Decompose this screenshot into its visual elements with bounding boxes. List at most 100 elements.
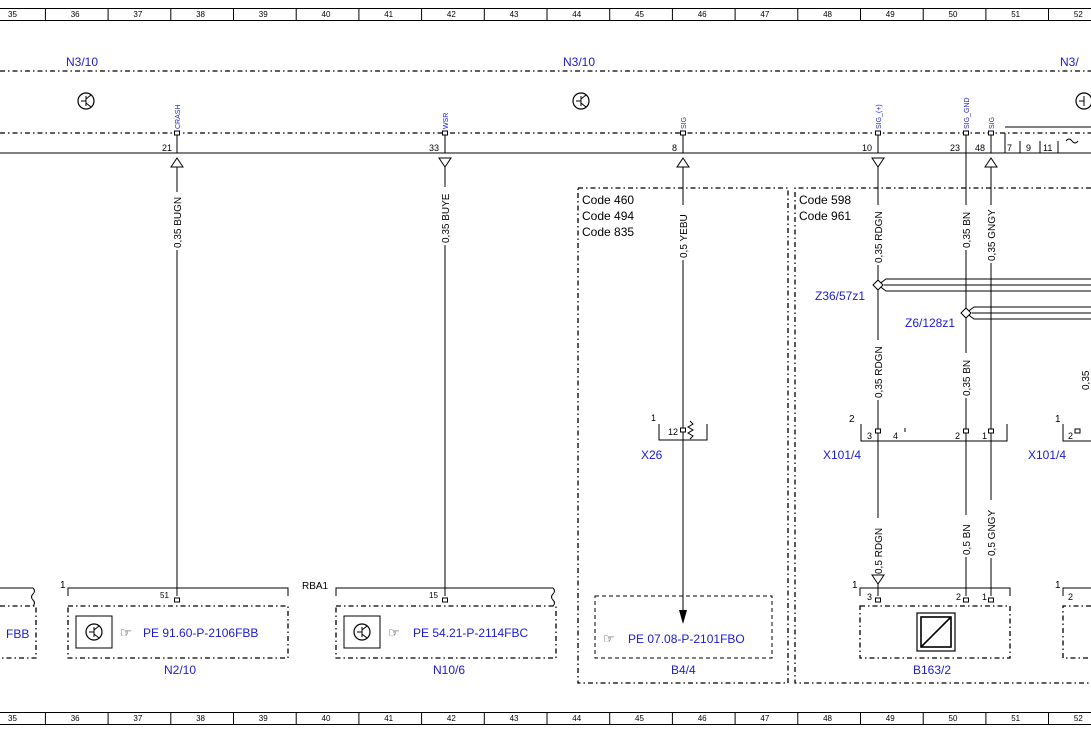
component-n10-6: [335, 587, 557, 659]
connector-label-x101-a: X101/4: [823, 448, 861, 462]
n10-6-rba: RBA1: [302, 581, 329, 592]
x26-pin-b: 12: [668, 427, 678, 437]
x26-pin-a: 1: [651, 413, 656, 423]
unit-label-n3-10-b: N3/10: [563, 55, 595, 69]
component-b163-2: [859, 574, 1011, 659]
node-label-z6: Z6/128z1: [905, 316, 955, 330]
pin-number-48: 48: [975, 143, 985, 153]
top-ruler-label-43: 43: [510, 10, 519, 19]
bottom-ruler-label-46: 46: [698, 714, 707, 723]
pin-number-9: 9: [1026, 143, 1031, 153]
code-box-right: [794, 187, 1091, 684]
x101-a-pos: 2: [849, 414, 855, 425]
component-label-b163-2: B163/2: [913, 663, 951, 677]
x101-a-pin-4: 4: [893, 431, 898, 441]
top-ruler-label-48: 48: [823, 10, 832, 19]
wire-label-bn-3: 0,5 BN: [962, 524, 973, 555]
wire-label-yebu: 0,5 YEBU: [679, 214, 690, 258]
component-b4-4: [594, 595, 773, 659]
top-ruler-label-39: 39: [259, 10, 268, 19]
top-ruler-label-51: 51: [1011, 10, 1020, 19]
component-partial-right: [1062, 587, 1091, 659]
unit-label-n3-10-c: N3/: [1060, 55, 1079, 69]
wire-label-gngy-1: 0,35 GNGY: [987, 209, 998, 261]
connector-label-x101-b: X101/4: [1028, 448, 1066, 462]
bottom-ruler-label-41: 41: [384, 714, 393, 723]
transistor-icon: [353, 623, 371, 641]
top-ruler-label-38: 38: [196, 10, 205, 19]
splice-node-z36: [872, 279, 884, 291]
bottom-ruler-label-47: 47: [760, 714, 769, 723]
connector-x26: [658, 420, 708, 441]
top-ruler-label-45: 45: [635, 10, 644, 19]
connector-label-x26: X26: [641, 448, 663, 462]
wire-label-bn-1: 0,35 BN: [962, 212, 973, 248]
top-ruler-label-40: 40: [322, 10, 331, 19]
b4-4-ref[interactable]: PE 07.08-P-2101FBO: [628, 632, 745, 646]
bottom-ruler-label-43: 43: [510, 714, 519, 723]
pointer-hand-icon: ☞: [603, 631, 615, 646]
bottom-ruler-label-40: 40: [322, 714, 331, 723]
code-box-left: [577, 187, 789, 684]
code-left-1: Code 460: [582, 193, 634, 207]
top-ruler-label-52: 52: [1074, 10, 1083, 19]
bottom-ruler-label-35: 35: [8, 714, 17, 723]
splice-node-z6: [960, 307, 972, 319]
x101-b-pos: 1: [1055, 414, 1061, 425]
n2-10-pin: 51: [160, 591, 169, 600]
top-ruler-label-36: 36: [71, 10, 80, 19]
bottom-ruler-label-37: 37: [133, 714, 142, 723]
top-ruler-label-37: 37: [133, 10, 142, 19]
wire-label-bn-2: 0,35 BN: [962, 360, 973, 396]
transistor-icon: [572, 92, 590, 110]
bottom-ruler-label-49: 49: [886, 714, 895, 723]
top-ruler-label-44: 44: [572, 10, 581, 19]
n10-6-pin: 15: [429, 591, 438, 600]
partial-right-pin: 2: [1068, 592, 1073, 602]
component-n2-10: [67, 587, 289, 659]
wire-label-rdgn-2: 0,35 RDGN: [874, 346, 885, 398]
n2-10-ref[interactable]: PE 91.60-P-2106FBB: [143, 626, 258, 640]
partial-left-ref: FBB: [6, 627, 29, 641]
wire-label-buye: 0,35 BUYE: [441, 193, 452, 243]
connector-x101-a: [860, 424, 1008, 442]
pin-number-33: 33: [429, 143, 439, 153]
component-label-b4-4: B4/4: [671, 663, 696, 677]
bottom-ruler-label-50: 50: [949, 714, 958, 723]
top-ruler-label-49: 49: [886, 10, 895, 19]
component-label-n2-10: N2/10: [164, 663, 196, 677]
pin-number-10: 10: [862, 143, 872, 153]
top-ruler-label-46: 46: [698, 10, 707, 19]
x101-a-pin-2: 2: [955, 431, 960, 441]
bottom-ruler-label-36: 36: [71, 714, 80, 723]
bottom-ruler-label-39: 39: [259, 714, 268, 723]
bottom-ruler-label-45: 45: [635, 714, 644, 723]
component-partial-left: [0, 587, 37, 659]
wire-label-partial: 0,35: [1081, 370, 1091, 390]
bottom-ruler-label-52: 52: [1074, 714, 1083, 723]
component-label-n10-6: N10/6: [433, 663, 465, 677]
wire-label-rdgn-1: 0,35 RDGN: [874, 211, 885, 263]
top-ruler-label-42: 42: [447, 10, 456, 19]
pin-signal-crash: CRASH: [175, 104, 182, 129]
bottom-ruler-label-51: 51: [1011, 714, 1020, 723]
bottom-ruler-label-44: 44: [572, 714, 581, 723]
pin-stubs: [174, 126, 1091, 153]
pin-signal-sig10: SIG_(+): [876, 104, 883, 129]
pointer-hand-icon: ☞: [388, 625, 400, 640]
partial-right-pos: 1: [1055, 580, 1061, 591]
b163-2-pin-1: 1: [982, 592, 987, 602]
bottom-ruler-label-42: 42: [447, 714, 456, 723]
b163-2-pin-2: 2: [956, 592, 961, 602]
pointer-hand-icon: ☞: [120, 625, 132, 640]
pin-signal-wsr: WSR: [443, 113, 450, 129]
wire-label-gngy-3: 0,5 GNGY: [987, 510, 998, 556]
pin-number-11: 11: [1043, 143, 1052, 153]
code-left-2: Code 494: [582, 209, 634, 223]
n10-6-ref[interactable]: PE 54.21-P-2114FBC: [413, 626, 529, 640]
b163-2-pos: 1: [852, 580, 858, 591]
top-ruler-label-35: 35: [8, 10, 17, 19]
b163-2-pin-3: 3: [867, 592, 872, 602]
pin-number-7: 7: [1007, 143, 1012, 153]
